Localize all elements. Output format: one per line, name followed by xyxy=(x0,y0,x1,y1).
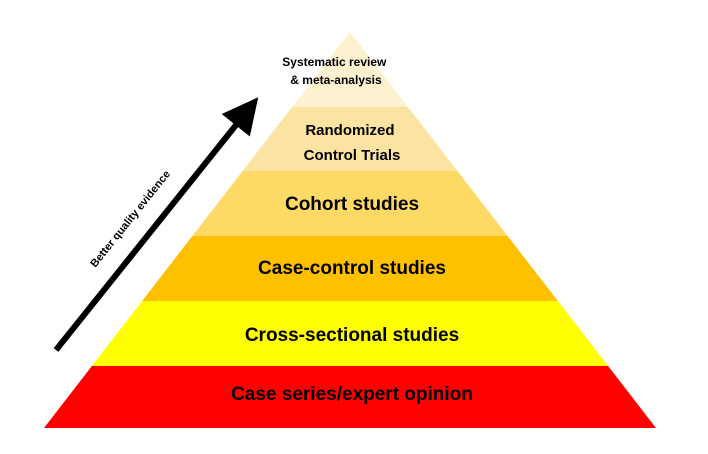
tier-3-label: Case-control studies xyxy=(258,258,446,279)
tier-1-label-line-0: Randomized xyxy=(305,122,394,139)
tier-4-label: Cross-sectional studies xyxy=(245,325,459,346)
tier-1-band xyxy=(242,107,458,171)
tier-5-label: Case series/expert opinion xyxy=(231,384,473,405)
tier-1-label-line-1: Control Trials xyxy=(304,147,401,164)
tier-3-band xyxy=(142,236,558,301)
tier-2-label: Cohort studies xyxy=(285,194,419,215)
tier-0-label-line-1: & meta-analysis xyxy=(290,73,382,87)
tier-0-label: Systematic review & meta-analysis xyxy=(282,55,389,87)
tier-0-label-line-0: Systematic review xyxy=(282,55,387,69)
quality-arrow xyxy=(53,97,259,352)
tier-5-label-line-0: Case series/expert opinion xyxy=(231,384,473,405)
tier-2-label-line-0: Cohort studies xyxy=(285,194,419,215)
tier-0-band xyxy=(292,32,408,107)
tier-4-label-line-0: Cross-sectional studies xyxy=(245,325,459,346)
tier-1-label: Randomized Control Trials xyxy=(304,122,401,164)
tier-2-band xyxy=(192,171,508,236)
tier-3-label-line-0: Case-control studies xyxy=(258,258,446,279)
tier-4-band xyxy=(91,301,609,366)
tier-5-band xyxy=(44,366,656,428)
